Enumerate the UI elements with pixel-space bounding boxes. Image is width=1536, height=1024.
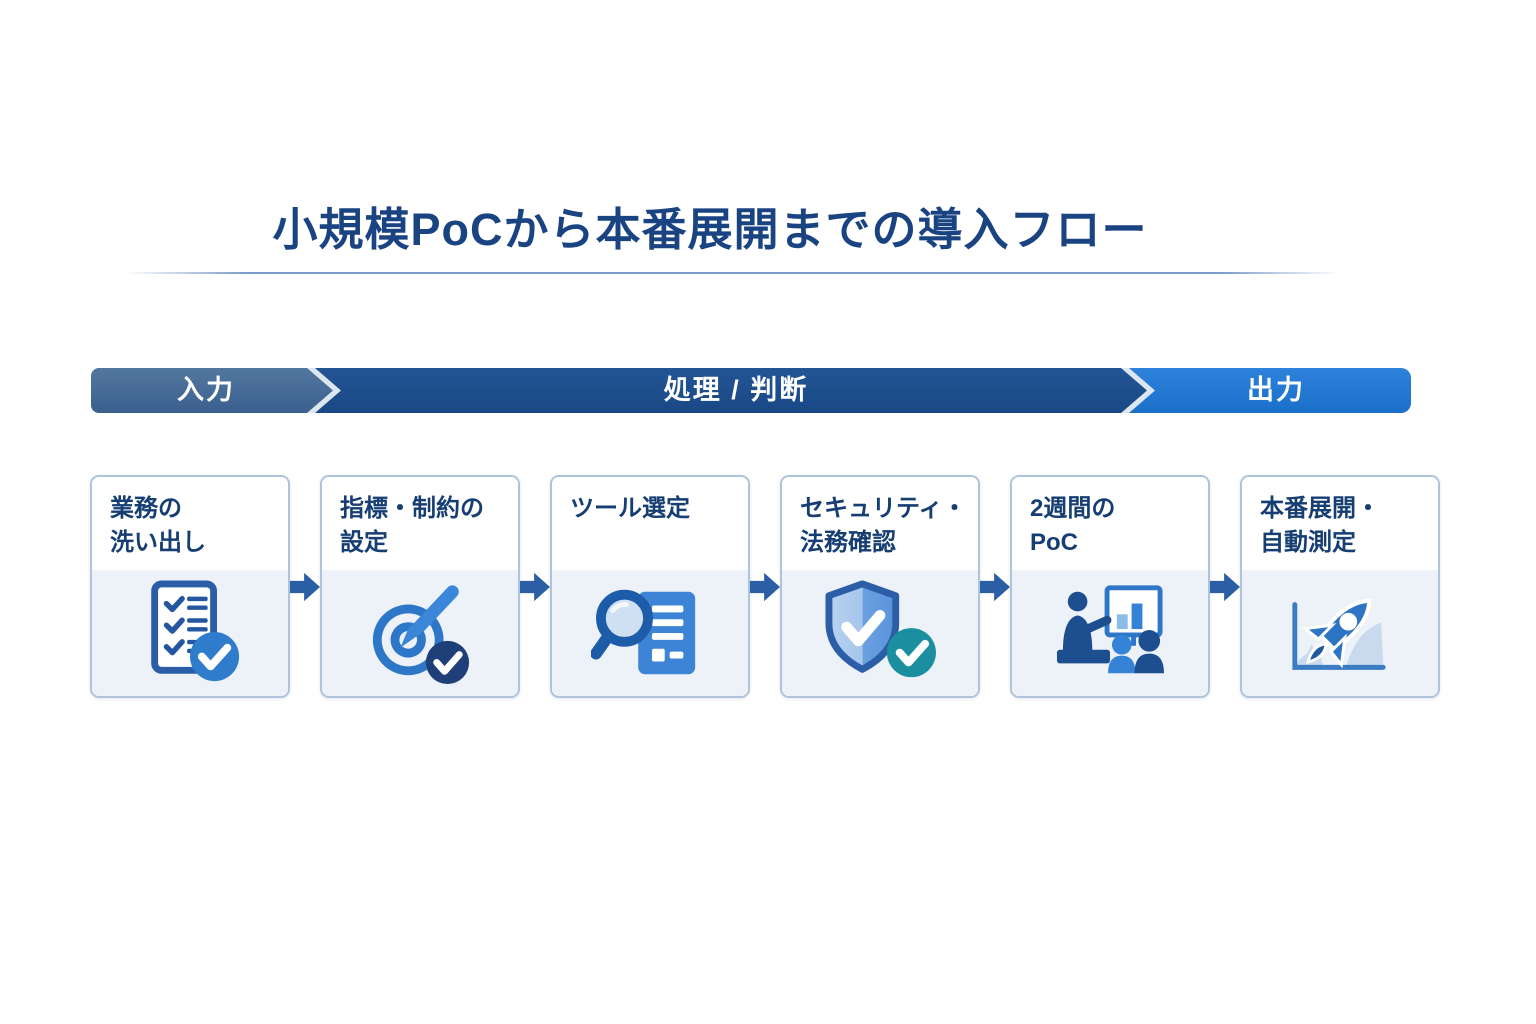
shield-check-icon: [782, 570, 978, 696]
step-card-production: 本番展開・ 自動測定: [1240, 475, 1440, 698]
flow-arrow-icon: [980, 567, 1010, 607]
phase-label-process: 処理 / 判断: [663, 375, 809, 405]
phase-label-output: 出力: [1247, 375, 1305, 405]
magnifier-document-icon: [552, 570, 748, 696]
phase-banner: 入力 処理 / 判断 出力: [91, 368, 1411, 413]
step-label: 本番展開・ 自動測定: [1242, 477, 1438, 570]
flow-arrow-icon: [1210, 567, 1240, 607]
rocket-growth-chart-icon: [1242, 570, 1438, 696]
step-label: 業務の 洗い出し: [92, 477, 288, 570]
steps-row: 業務の 洗い出し: [90, 475, 1440, 698]
step-card-tasks: 業務の 洗い出し: [90, 475, 290, 698]
step-label: セキュリティ・ 法務確認: [782, 477, 978, 570]
phase-banner-shape: [91, 368, 1411, 413]
page-title: 小規模PoCから本番展開までの導入フロー: [272, 204, 1148, 255]
checklist-check-icon: [92, 570, 288, 696]
step-label: 2週間の PoC: [1012, 477, 1208, 570]
step-card-metrics: 指標・制約の 設定: [320, 475, 520, 698]
step-card-poc: 2週間の PoC: [1010, 475, 1210, 698]
step-card-tool-selection: ツール選定: [550, 475, 750, 698]
step-label: 指標・制約の 設定: [322, 477, 518, 570]
title-divider: [125, 272, 1340, 274]
flow-arrow-icon: [290, 567, 320, 607]
flow-arrow-icon: [520, 567, 550, 607]
target-dart-check-icon: [322, 570, 518, 696]
presentation-meeting-icon: [1012, 570, 1208, 696]
step-card-security-legal: セキュリティ・ 法務確認: [780, 475, 980, 698]
flow-arrow-icon: [750, 567, 780, 607]
phase-label-input: 入力: [177, 375, 235, 405]
step-label: ツール選定: [552, 477, 748, 570]
